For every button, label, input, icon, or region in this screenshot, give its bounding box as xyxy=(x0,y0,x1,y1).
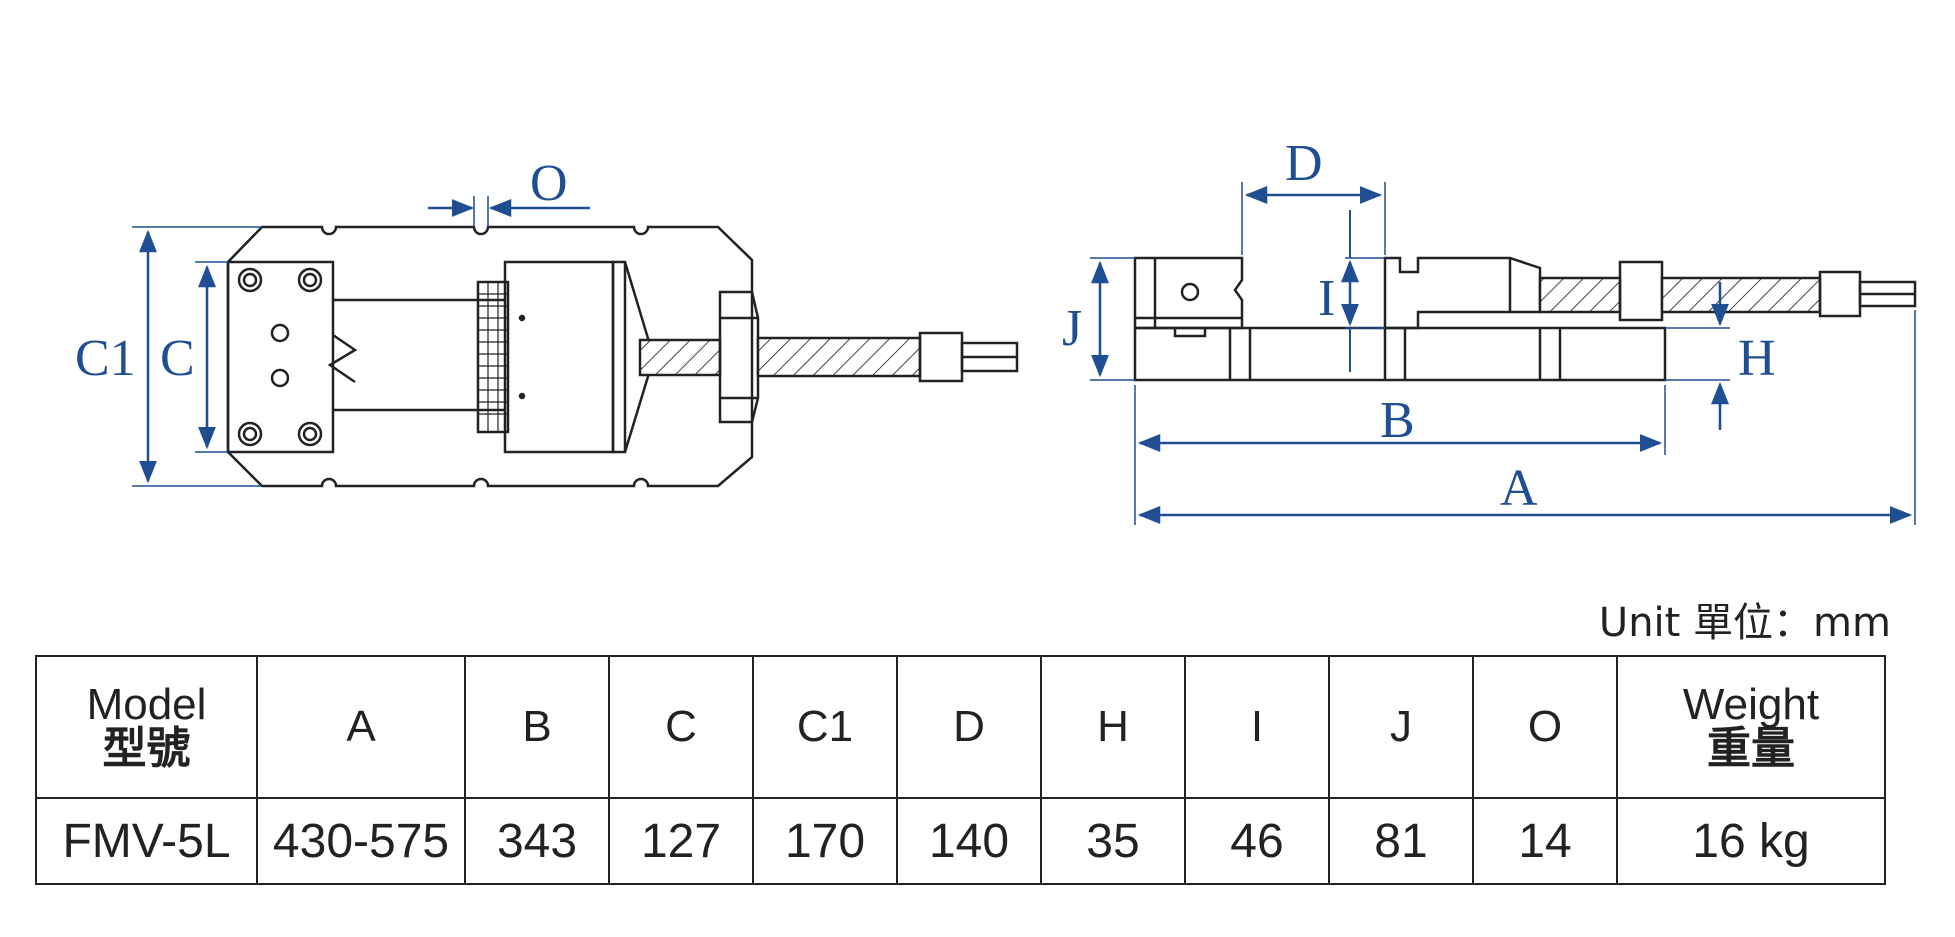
header-a: A xyxy=(256,655,466,799)
cell-d: 140 xyxy=(896,797,1042,885)
header-weight-zh: 重量 xyxy=(1707,723,1795,774)
dim-label-d: D xyxy=(1285,135,1323,192)
header-h: H xyxy=(1040,655,1186,799)
top-view xyxy=(226,225,1019,488)
header-model-zh: 型號 xyxy=(102,723,191,774)
cell-weight: 16 kg xyxy=(1616,797,1886,885)
header-d: D xyxy=(896,655,1042,799)
cell-b: 343 xyxy=(464,797,610,885)
cell-c1: 170 xyxy=(752,797,898,885)
dim-label-i: I xyxy=(1318,270,1335,327)
cell-a: 430-575 xyxy=(256,797,466,885)
header-model-en: Model xyxy=(86,680,207,729)
dim-label-h: H xyxy=(1738,330,1776,387)
top-view-body-outline xyxy=(226,225,754,488)
dim-label-c1: C1 xyxy=(75,330,136,387)
cell-h: 35 xyxy=(1040,797,1186,885)
header-i: I xyxy=(1184,655,1330,799)
spec-table-row: FMV-5L 430-575 343 127 170 140 35 46 81 … xyxy=(35,797,1886,885)
side-view-dimensions xyxy=(1090,182,1916,525)
top-view-dimensions xyxy=(132,196,590,487)
dim-label-c: C xyxy=(160,330,195,387)
cell-model: FMV-5L xyxy=(35,797,258,885)
spec-table-header-row: Model 型號 A B C C1 D H I J O Weight 重量 xyxy=(35,655,1886,799)
dim-label-b: B xyxy=(1380,392,1415,449)
dim-label-o: O xyxy=(530,155,568,212)
header-j: J xyxy=(1328,655,1474,799)
vise-dimension-drawing: O C1 C xyxy=(75,135,1917,525)
header-model: Model 型號 xyxy=(35,655,258,799)
header-o: O xyxy=(1472,655,1618,799)
header-weight-en: Weight xyxy=(1682,680,1820,729)
cell-c: 127 xyxy=(608,797,754,885)
cell-o: 14 xyxy=(1472,797,1618,885)
cell-j: 81 xyxy=(1328,797,1474,885)
side-view xyxy=(1133,256,1917,382)
header-b: B xyxy=(464,655,610,799)
dim-label-a: A xyxy=(1500,460,1538,517)
header-c: C xyxy=(608,655,754,799)
cell-i: 46 xyxy=(1184,797,1330,885)
header-c1: C1 xyxy=(752,655,898,799)
unit-label: Unit 單位：mm xyxy=(1598,600,1891,646)
dim-label-j: J xyxy=(1062,300,1082,357)
header-weight: Weight 重量 xyxy=(1616,655,1886,799)
spec-table: Model 型號 A B C C1 D H I J O Weight 重量 FM… xyxy=(35,655,1886,885)
